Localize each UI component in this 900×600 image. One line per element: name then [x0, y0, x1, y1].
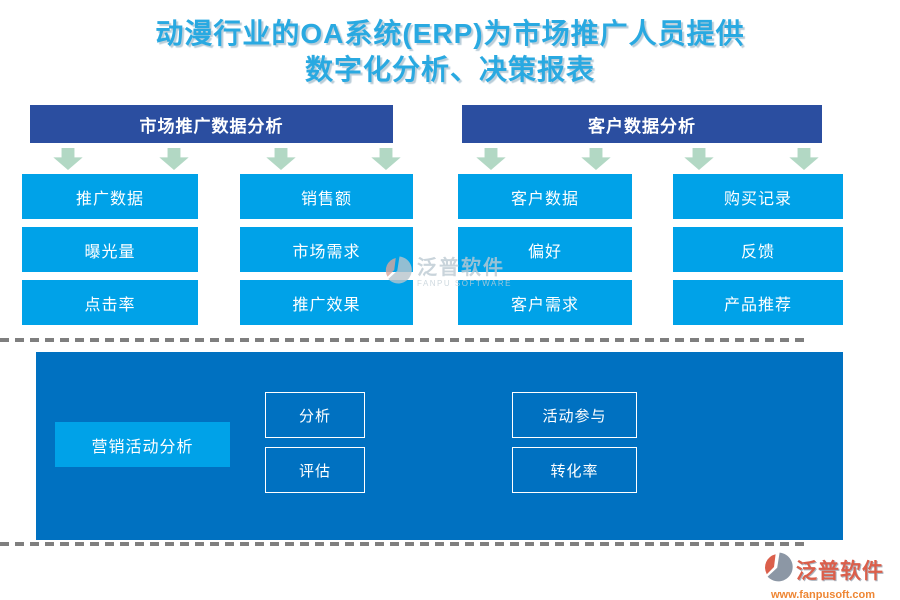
data-box-promotion-data: 推广数据 — [22, 174, 198, 219]
down-arrow-icon — [158, 148, 190, 170]
column-promotion-data: 推广数据 曝光量 点击率 — [22, 174, 198, 325]
dashed-divider-bottom — [0, 542, 808, 546]
data-box-feedback: 反馈 — [673, 227, 843, 272]
fanpu-logo-icon — [762, 551, 794, 588]
down-arrow-icon — [475, 148, 507, 170]
data-box-click-rate: 点击率 — [22, 280, 198, 325]
header-market-promotion-analysis: 市场推广数据分析 — [30, 105, 393, 143]
fanpu-logo: 泛普软件 www.fanpusoft.com — [753, 551, 893, 600]
data-box-preference: 偏好 — [458, 227, 632, 272]
data-box-sales-amount: 销售额 — [240, 174, 413, 219]
data-box-customer-data: 客户数据 — [458, 174, 632, 219]
down-arrow-icon — [683, 148, 715, 170]
down-arrow-icon — [580, 148, 612, 170]
sub-item-analysis: 分析 — [265, 392, 365, 438]
sub-item-conversion-rate: 转化率 — [512, 447, 637, 493]
data-box-purchase-record: 购买记录 — [673, 174, 843, 219]
dashed-divider-top — [0, 338, 808, 342]
column-purchase-records: 购买记录 反馈 产品推荐 — [673, 174, 843, 325]
sub-item-evaluation: 评估 — [265, 447, 365, 493]
down-arrow-icon — [788, 148, 820, 170]
header-customer-data-analysis: 客户数据分析 — [462, 105, 822, 143]
column-customer-data: 客户数据 偏好 客户需求 — [458, 174, 632, 325]
marketing-activity-label: 营销活动分析 — [55, 422, 230, 467]
data-box-exposure: 曝光量 — [22, 227, 198, 272]
fanpu-logo-name: 泛普软件 — [796, 559, 884, 583]
fanpu-logo-url: www.fanpusoft.com — [770, 589, 876, 600]
down-arrow-icon — [52, 148, 84, 170]
page-title-line1: 动漫行业的OA系统(ERP)为市场推广人员提供 — [155, 18, 745, 49]
sub-item-activity-participation: 活动参与 — [512, 392, 637, 438]
marketing-activity-panel: 营销活动分析 分析 评估 活动参与 转化率 — [36, 352, 843, 540]
data-box-market-demand: 市场需求 — [240, 227, 413, 272]
column-sales: 销售额 市场需求 推广效果 — [240, 174, 413, 325]
page-title: 动漫行业的OA系统(ERP)为市场推广人员提供 数字化分析、决策报表 — [0, 16, 900, 88]
data-box-product-recommendation: 产品推荐 — [673, 280, 843, 325]
down-arrow-icon — [265, 148, 297, 170]
data-box-promotion-effect: 推广效果 — [240, 280, 413, 325]
page-title-line2: 数字化分析、决策报表 — [304, 54, 595, 85]
data-box-customer-demand: 客户需求 — [458, 280, 632, 325]
down-arrow-icon — [370, 148, 402, 170]
